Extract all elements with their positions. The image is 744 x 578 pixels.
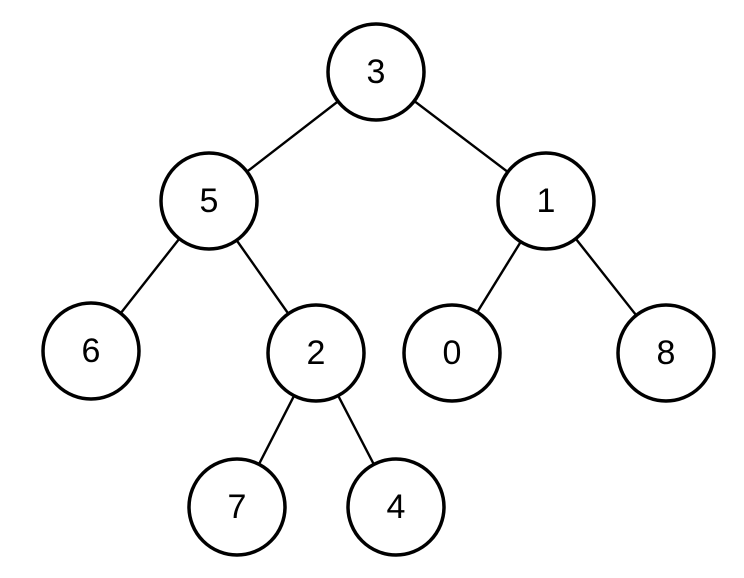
node-circle bbox=[346, 457, 446, 557]
node-label: 7 bbox=[228, 488, 247, 526]
node-circle bbox=[616, 303, 716, 403]
tree-node-8: 8 bbox=[616, 303, 716, 403]
tree-node-5: 5 bbox=[159, 151, 259, 251]
node-label: 2 bbox=[307, 334, 326, 372]
node-label: 0 bbox=[443, 334, 462, 372]
tree-node-4: 4 bbox=[346, 457, 446, 557]
node-circle bbox=[187, 457, 287, 557]
tree-node-2: 2 bbox=[266, 303, 366, 403]
node-label: 6 bbox=[82, 332, 101, 370]
tree-node-1: 1 bbox=[496, 151, 596, 251]
tree-node-7: 7 bbox=[187, 457, 287, 557]
tree-node-0: 0 bbox=[402, 303, 502, 403]
node-circle bbox=[326, 22, 426, 122]
node-label: 8 bbox=[657, 334, 676, 372]
node-circle bbox=[159, 151, 259, 251]
node-circle bbox=[41, 301, 141, 401]
node-label: 5 bbox=[200, 182, 219, 220]
node-circle bbox=[402, 303, 502, 403]
tree-node-3: 3 bbox=[326, 22, 426, 122]
node-circle bbox=[266, 303, 366, 403]
tree-node-6: 6 bbox=[41, 301, 141, 401]
node-label: 4 bbox=[387, 488, 406, 526]
node-circle bbox=[496, 151, 596, 251]
node-label: 1 bbox=[537, 182, 556, 220]
node-label: 3 bbox=[367, 53, 386, 91]
